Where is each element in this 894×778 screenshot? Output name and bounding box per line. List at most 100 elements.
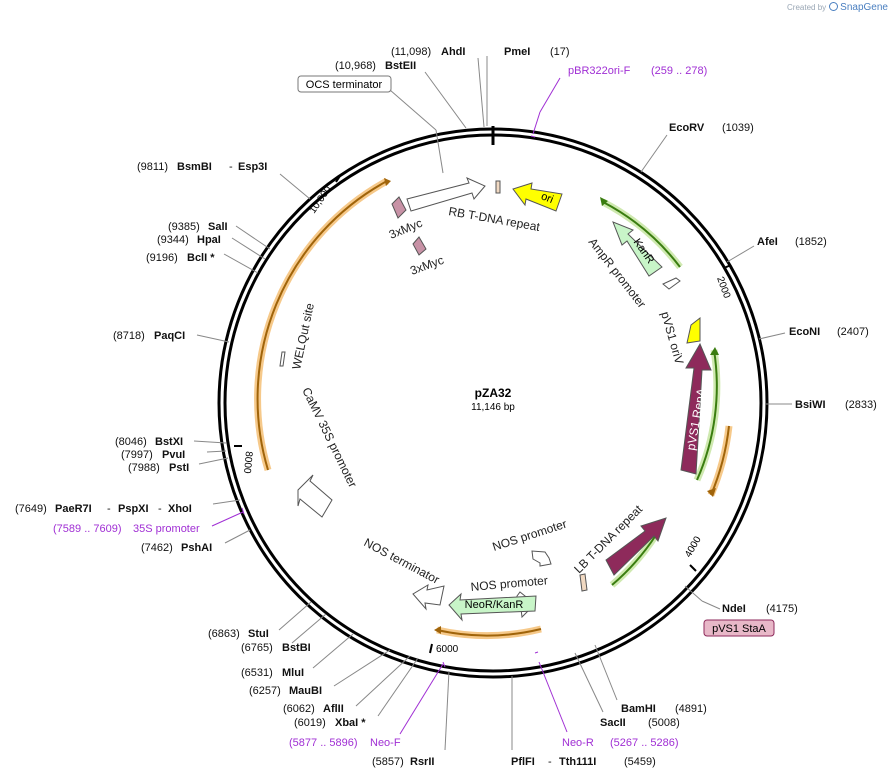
site-pshai-name: PshAI	[181, 542, 212, 554]
site-xbai[interactable]: (6019) XbaI *	[294, 657, 419, 729]
welqut-label: WELQut site	[289, 302, 317, 371]
site-aflii[interactable]: (6062) AflII	[283, 655, 411, 715]
ocs-leader-line-2	[435, 129, 444, 174]
site-econi[interactable]: EcoNI (2407)	[758, 326, 869, 340]
created-by-label: Created by	[787, 3, 827, 12]
site-rsrii[interactable]: (5857) RsrII	[372, 670, 450, 768]
site-sali-name: SalI	[208, 221, 228, 233]
site-paer7i[interactable]: (7649) PaeR7I - PspXI - XhoI	[15, 499, 241, 515]
site-bcli-pos: (9196)	[146, 252, 178, 264]
site-mlui[interactable]: (6531) MluI	[241, 633, 354, 679]
myc-label-2: 3xMyc	[408, 253, 445, 278]
site-bsiwi[interactable]: BsiWI (2833)	[766, 399, 877, 411]
primer-35s-promoter-range: (7589 .. 7609)	[53, 523, 122, 535]
site-ecorv[interactable]: EcoRV (1039)	[640, 122, 754, 173]
ampr-promoter-arrow[interactable]	[662, 277, 681, 290]
site-sacii[interactable]: SacII (5008)	[574, 652, 680, 729]
site-maubi-pos: (6257)	[249, 685, 281, 697]
site-pvui[interactable]: (7997) PvuI	[121, 449, 227, 461]
repa-orange-arrowhead	[707, 488, 716, 497]
site-bsmbi[interactable]: (9811) BsmBI - Esp3I	[137, 161, 311, 200]
neor-kanr-feature[interactable]: NeoR/KanR	[448, 592, 537, 622]
primer-pbr322ori-f-range: (259 .. 278)	[651, 65, 707, 77]
site-pshai[interactable]: (7462) PshAI	[141, 529, 251, 554]
site-pmei-pos: (17)	[550, 46, 570, 58]
ori-label: ori	[539, 190, 555, 206]
site-bstxi[interactable]: (8046) BstXI	[115, 436, 227, 448]
site-mlui-name: MluI	[282, 667, 304, 679]
primer-neo-r[interactable]: Neo-R (5267 .. 5286)	[534, 651, 679, 749]
site-paer7i-name: PaeR7I	[55, 503, 92, 515]
pvs1-oriv-feature[interactable]	[686, 316, 701, 344]
site-xbai-name: XbaI *	[335, 717, 366, 729]
site-pshai-pos: (7462)	[141, 542, 173, 554]
site-maubi-name: MauBI	[289, 685, 322, 697]
snapgene-branding: Created by SnapGene	[787, 2, 888, 13]
site-paer7i-pos: (7649)	[15, 503, 47, 515]
site-xhoi-name: XhoI	[168, 503, 192, 515]
site-mlui-pos: (6531)	[241, 667, 273, 679]
site-hpai-name: HpaI	[197, 234, 221, 246]
site-psti-pos: (7988)	[128, 462, 160, 474]
tick-6000: 6000	[429, 643, 459, 655]
site-xbai-pos: (6019)	[294, 717, 326, 729]
myc-feature-2[interactable]	[412, 236, 427, 256]
ocs-leader-line	[389, 89, 437, 131]
site-stui[interactable]: (6863) StuI	[208, 601, 312, 640]
pvs1-stab-box	[703, 619, 775, 637]
primer-pbr322ori-f[interactable]: pBR322ori-F (259 .. 278)	[530, 65, 707, 138]
camv-35s-arrow[interactable]	[297, 474, 333, 518]
site-tth111i-name: Tth111I	[559, 756, 596, 768]
ocs-terminator-label: OCS terminator	[306, 79, 383, 91]
tick-8000-label: 8000	[241, 451, 254, 475]
ampr-green-arc	[602, 201, 681, 268]
site-psti-name: PstI	[169, 462, 189, 474]
site-bcli[interactable]: (9196) BclI *	[146, 252, 259, 274]
rb-tdna-label: RB T-DNA repeat	[447, 204, 541, 234]
site-pflfi[interactable]: PflFI - Tth111I (5459)	[511, 676, 656, 768]
ori-feature[interactable]: ori	[512, 182, 563, 212]
site-maubi[interactable]: (6257) MauBI	[249, 649, 391, 697]
nos-terminator-arrow[interactable]	[412, 583, 445, 611]
site-sali[interactable]: (9385) SalI	[168, 221, 271, 250]
myc-feature-1[interactable]	[391, 196, 407, 219]
rb-tdna-small-marker	[495, 180, 501, 194]
site-bstbi-pos: (6765)	[241, 642, 273, 654]
rb-tdna-arrow[interactable]	[406, 177, 486, 212]
welqut-arc-arrowhead	[384, 178, 391, 186]
site-ecorv-pos: (1039)	[722, 122, 754, 134]
welqut-orange-arc	[256, 180, 388, 471]
welqut-site-marker	[279, 351, 286, 367]
site-paqci[interactable]: (8718) PaqCI	[113, 330, 230, 343]
site-sacii-pos: (5008)	[648, 717, 680, 729]
site-ecorv-name: EcoRV	[669, 122, 705, 134]
site-bstxi-name: BstXI	[155, 436, 183, 448]
nos-promoter-arrow-upper[interactable]	[531, 550, 552, 567]
primer-neo-f-range: (5877 .. 5896)	[289, 737, 358, 749]
primer-35s-promoter[interactable]: (7589 .. 7609) 35S promoter	[53, 507, 245, 535]
site-bstxi-pos: (8046)	[115, 436, 147, 448]
site-esp3i-dash: -	[229, 161, 233, 173]
tick-8000: 8000	[234, 445, 254, 475]
site-bstbi[interactable]: (6765) BstBI	[241, 613, 327, 654]
repa-green-arc	[696, 349, 718, 481]
site-bsteii[interactable]: (10,968) BstEII	[335, 60, 467, 129]
site-psti[interactable]: (7988) PstI	[128, 457, 229, 474]
nos-promoter-upper-label: NOS promoter	[491, 517, 569, 554]
site-bamhi-pos: (4891)	[675, 703, 707, 715]
tick-4000: 4000	[683, 534, 704, 572]
site-hpai[interactable]: (9344) HpaI	[157, 234, 266, 260]
site-afei[interactable]: AfeI (1852)	[726, 236, 827, 263]
site-bamhi[interactable]: BamHI (4891)	[594, 644, 707, 715]
snapgene-product-label: SnapGene	[840, 2, 888, 13]
tick-2000: 2000	[714, 264, 732, 300]
site-pmei[interactable]: PmeI (17)	[486, 46, 570, 126]
lb-tdna-feature[interactable]	[605, 517, 667, 576]
neor-orange-arrowhead	[434, 626, 441, 634]
primer-neo-f[interactable]: (5877 .. 5896) Neo-F	[289, 661, 446, 749]
site-ahdi[interactable]: (11,098) AhdI	[391, 46, 485, 128]
site-sali-pos: (9385)	[168, 221, 200, 233]
site-ndei[interactable]: NdeI (4175)	[684, 585, 798, 615]
tick-10000-label: 10,000	[307, 184, 334, 216]
